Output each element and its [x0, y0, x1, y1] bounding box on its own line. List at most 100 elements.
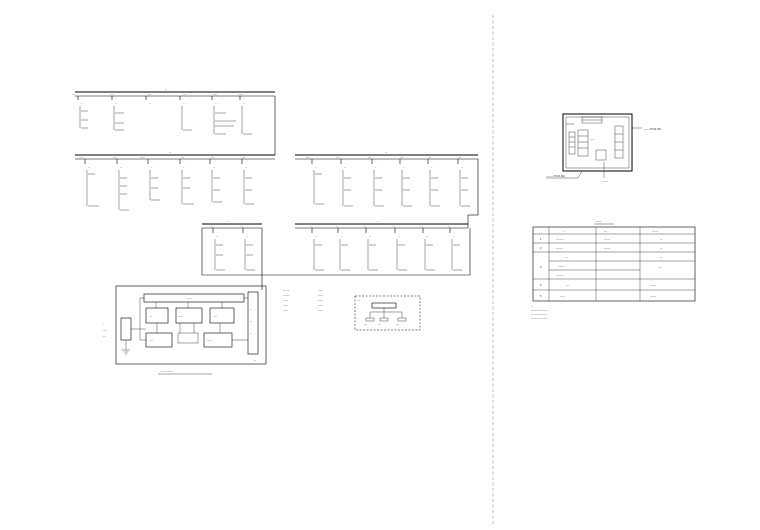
- floor-group-2-panel-1-tag: --: [88, 166, 90, 169]
- floor-group-3-panel-2-tag: --: [344, 166, 346, 169]
- net-note-left-3: -------: [283, 299, 289, 302]
- floor-group-5-panel-6-label: --: [448, 225, 450, 228]
- network-node-2: ----: [378, 323, 381, 326]
- floor-group-5-panel-2-label: --: [336, 225, 338, 228]
- floor-group-5-panel-4-label: --: [393, 225, 395, 228]
- legend-row-1-name: ----------: [556, 238, 564, 241]
- floor-group-4-panel-1-label: --: [211, 225, 213, 228]
- floor-group-1-panels: ---- -- ----- -- ---- --: [72, 93, 252, 135]
- cc-side-label-1: --: [250, 308, 252, 311]
- room-inner-label: -----: [590, 138, 594, 141]
- legend-row-4-name: --------: [558, 265, 565, 268]
- floor-group-3-panel-5-label: ----: [428, 156, 431, 159]
- floor-group-4-label: --: [227, 220, 229, 223]
- cc-module-3: ------: [178, 315, 183, 318]
- floor-group-3-panel-3-label: ----: [368, 156, 371, 159]
- network-notes: -------- -------- ------- ------ ------ …: [283, 289, 323, 312]
- floor-group-3-panel-4-tag: --: [403, 166, 405, 169]
- floor-group-4-panel-2-label: --: [241, 225, 243, 228]
- net-note-right-1: ------: [318, 289, 323, 292]
- legend-row-3-name: ---: [566, 256, 569, 259]
- floor-group-5-panel-1-tag: --: [315, 235, 317, 238]
- floor-group-1-panel-2-label: -----: [110, 93, 114, 96]
- floor-group-3-panel-2-label: -----: [336, 156, 340, 159]
- legend-row-2-name: ---------: [556, 247, 563, 250]
- floor-group-1-panel-4-tag: --: [183, 102, 185, 105]
- legend-row-6-remark: --------: [650, 284, 657, 287]
- floor-group-3-panel-6-tag: --: [461, 166, 463, 169]
- legend-row-2-spec: --------: [604, 247, 611, 250]
- floor-group-2-panel-6-tag: --: [245, 166, 247, 169]
- net-note-left-1: --------: [283, 289, 290, 292]
- floor-group-3: -- ----- -- ----- --: [295, 151, 478, 207]
- network-node-1: ----: [364, 323, 367, 326]
- legend-row-4-remark: ----: [658, 266, 661, 269]
- floor-group-5-panel-1-label: --: [310, 225, 312, 228]
- floor-group-3-panel-1-label: -----: [306, 156, 310, 159]
- legend-row-7-no: 5: [540, 295, 542, 298]
- floor-group-3-panel-4-label: ----: [400, 156, 403, 159]
- floor-group-1-panel-4-label: ----: [183, 93, 186, 96]
- floor-group-2-label: --: [169, 151, 171, 154]
- legend-row-2-remark: ---: [660, 247, 663, 250]
- legend-row-4-no: 3: [540, 266, 542, 269]
- legend-row-7-remark: --------: [650, 295, 657, 298]
- room-bottom-right-label: ------: [603, 180, 609, 183]
- cc-left-label-1: --: [103, 323, 105, 326]
- floor-group-1: -- ---- -- ----- --: [72, 88, 275, 135]
- floor-group-4: -- -- -- -- --: [202, 220, 262, 271]
- floor-group-5-label: --: [377, 220, 379, 223]
- legend-row-6-no: 4: [540, 284, 542, 287]
- cc-module-6: ------: [207, 339, 212, 342]
- floor-group-1-panel-5-tag: --: [215, 102, 217, 105]
- legend-note-3: --------------------: [531, 313, 547, 316]
- cc-left-label-2: -----: [103, 329, 107, 332]
- control-center: ------ --- ------ ---- ---- ------ -- --…: [103, 285, 267, 375]
- network-node-3: ----: [396, 323, 399, 326]
- cc-module-5: ----: [150, 339, 153, 342]
- floor-group-1-panel-6-label: ------: [238, 93, 243, 96]
- floor-group-2-panel-4-label: ----: [181, 156, 184, 159]
- legend-title: ----: [596, 219, 602, 223]
- floor-group-3-label: --: [385, 151, 387, 154]
- floor-group-5-panel-2-tag: --: [341, 235, 343, 238]
- floor-group-1-panel-3-tag: --: [149, 102, 151, 105]
- legend-row-3-remark: ---: [660, 256, 663, 259]
- floor-group-5-panel-4-tag: --: [398, 235, 400, 238]
- floor-group-5-panel-6-tag: --: [453, 235, 455, 238]
- floor-group-1-panel-1-tag: --: [81, 102, 83, 105]
- floor-group-4-panel-2-tag: --: [246, 235, 248, 238]
- floor-group-5: -- -- -- -- -- -- -- -: [295, 220, 468, 271]
- net-note-right-3: ------: [318, 299, 323, 302]
- legend-row-6-name: ----: [566, 284, 569, 287]
- floor-group-2-panel-2-label: -----: [113, 156, 117, 159]
- floor-group-4-panel-1-tag: --: [216, 235, 218, 238]
- legend-row-7-name: ------: [560, 295, 565, 298]
- net-note-left-5: ------: [283, 309, 288, 312]
- network-box: ---- ---- ---- ----: [354, 295, 421, 331]
- ground-icon: [122, 340, 130, 355]
- legend-note-2: ---------------------: [531, 309, 548, 312]
- cc-module-1: ------: [187, 298, 192, 301]
- cc-corner-label: ---: [254, 359, 257, 362]
- floor-group-5-panel-3-label: --: [364, 225, 366, 228]
- legend-row-2-no: 2: [540, 247, 542, 250]
- net-note-right-4: ------: [318, 304, 323, 307]
- net-note-left-4: ------: [283, 304, 288, 307]
- legend-row-1-spec: --------: [604, 238, 611, 241]
- floor-group-5-panel-5-tag: --: [426, 235, 428, 238]
- legend-row-1-remark: ---: [660, 238, 663, 241]
- cc-module-4: ----: [214, 315, 217, 318]
- floor-group-2-panel-3-tag: --: [151, 166, 153, 169]
- floor-group-1-panel-1-label: ----: [72, 93, 75, 96]
- floor-group-5-panel-3-tag: --: [369, 235, 371, 238]
- floor-group-1-label: --: [165, 88, 167, 91]
- cc-left-label-3: ---: [103, 335, 106, 338]
- network-box-title: ----: [357, 299, 360, 302]
- net-note-left-2: --------: [283, 294, 290, 297]
- floor-group-1-panel-6-tag: --: [243, 102, 245, 105]
- legend-note-4: ---------------------: [531, 317, 548, 320]
- floor-group-3-panel-6-label: ----: [458, 156, 461, 159]
- floor-group-3-panel-3-tag: --: [375, 166, 377, 169]
